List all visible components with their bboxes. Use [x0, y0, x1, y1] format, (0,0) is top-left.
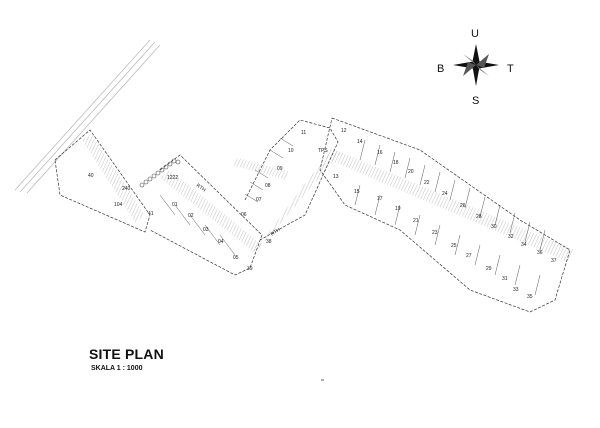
lot-label: 03 [203, 227, 209, 233]
lot-label: 18 [393, 160, 399, 166]
segment-a-labels: 40 240 01 02 03 04 05 39 41 [88, 173, 253, 272]
lot-label: 13 [333, 174, 339, 180]
road-label: 1222 [167, 175, 178, 181]
lot-label: 14 [357, 139, 363, 145]
compass-north-label: U [471, 28, 479, 40]
lot-label: 07 [256, 197, 262, 203]
lot-label: 25 [451, 243, 457, 249]
lot-label: 32 [508, 234, 514, 240]
lot-label: 20 [408, 169, 414, 175]
road-labels: 1222 RTH RTH TPS 104 [114, 148, 328, 238]
lot-label: 28 [476, 214, 482, 220]
lot-label: 38 [266, 239, 272, 245]
lot-label: 04 [218, 239, 224, 245]
lot-label: 27 [466, 253, 472, 259]
lot-label: 19 [395, 206, 401, 212]
lot-label: 05 [233, 255, 239, 261]
lot-label: 09 [277, 166, 283, 172]
lot-label: 23 [432, 230, 438, 236]
lot-label: 06 [241, 212, 247, 218]
lot-label: 10 [288, 148, 294, 154]
compass-rose: U S B T [437, 28, 514, 107]
lot-label: 35 [527, 294, 533, 300]
lot-label: 30 [491, 224, 497, 230]
tree-row [139, 158, 181, 188]
road-label: TPS [318, 148, 328, 154]
lot-label: 34 [521, 242, 527, 248]
lot-label: 12 [341, 128, 347, 134]
lot-label: 29 [486, 266, 492, 272]
lot-label: 01 [172, 202, 178, 208]
lot-label: 36 [537, 250, 543, 256]
road-label: 104 [114, 202, 123, 208]
lot-label: 26 [460, 203, 466, 209]
segment-b-labels: 06 07 08 09 10 11 38 [241, 130, 306, 245]
compass-south-label: S [472, 95, 479, 107]
lot-label: 02 [188, 213, 194, 219]
lot-label: 240 [122, 186, 131, 192]
lot-label: 33 [513, 287, 519, 293]
internal-roads [82, 135, 575, 262]
lot-label: 39 [247, 266, 253, 272]
lot-label: 16 [377, 150, 383, 156]
lot-label: 15 [354, 189, 360, 195]
compass-east-label: T [507, 63, 514, 75]
compass-west-label: B [437, 63, 444, 75]
lot-label: 22 [424, 180, 430, 186]
lot-label: 41 [148, 211, 154, 217]
lot-label: 37 [551, 258, 557, 264]
plan-title: SITE PLAN [89, 346, 164, 362]
lot-label: 08 [265, 183, 271, 189]
lot-label: 21 [413, 218, 419, 224]
road-label: RTH [270, 227, 282, 238]
lot-label: 31 [502, 276, 508, 282]
lot-label: 11 [301, 130, 306, 136]
road-label: RTH [195, 183, 207, 194]
lot-label: 40 [88, 173, 94, 179]
segment-c-labels: 12 13 14 15 16 17 18 19 20 21 22 23 24 2… [333, 128, 557, 300]
lot-label: 17 [377, 196, 383, 202]
access-road [14, 39, 161, 194]
plan-scale: SKALA 1 : 1000 [91, 365, 143, 372]
lot-dividers [159, 137, 546, 296]
lot-label: 24 [442, 191, 448, 197]
